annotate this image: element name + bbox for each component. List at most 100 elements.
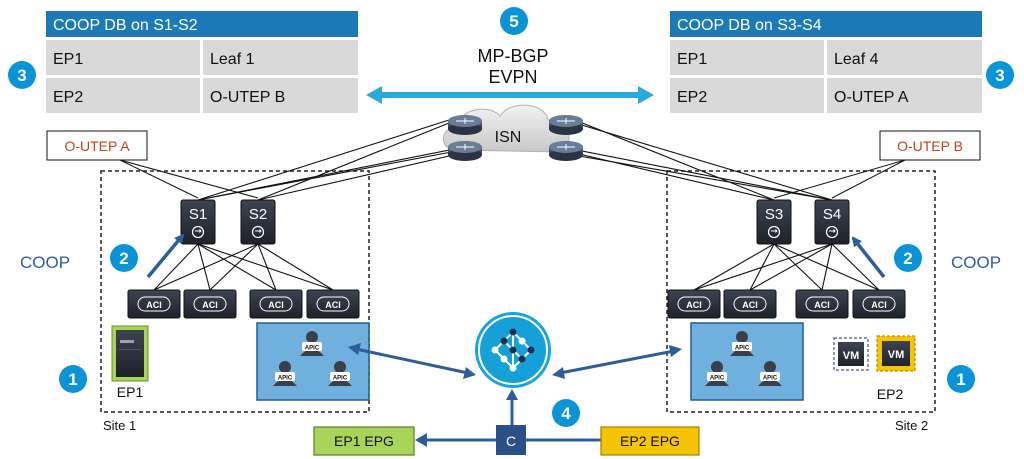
step-1-left-number: 1 xyxy=(68,370,77,389)
mpbgp-label: MP-BGP xyxy=(477,46,548,66)
coop-arrow-left xyxy=(146,233,185,279)
apic-node-icon: APIC xyxy=(730,331,754,356)
contract-links xyxy=(415,389,601,447)
apic-cluster-site1: APIC APIC APIC xyxy=(256,322,370,401)
step-4: 4 xyxy=(552,399,580,427)
coop-left-r2-ep: EP2 xyxy=(53,89,83,106)
apic-node-icon: APIC xyxy=(273,361,297,386)
router-icon xyxy=(448,115,482,135)
utep-right-box xyxy=(879,130,981,161)
svg-text:APIC: APIC xyxy=(710,376,725,382)
step-2-left-number: 2 xyxy=(119,249,128,268)
orchestrator-apic-arrows xyxy=(348,343,682,379)
svg-text:VM: VM xyxy=(888,349,905,361)
coop-left-r1-ep: EP1 xyxy=(53,51,83,68)
site-2-label: Site 2 xyxy=(895,418,928,433)
coop-db-right-title: COOP DB on S3-S4 xyxy=(677,17,822,34)
site-2-box xyxy=(666,170,936,413)
apic-node-icon: APIC xyxy=(328,361,352,386)
step-5: 5 xyxy=(500,7,528,35)
isn-label: ISN xyxy=(495,129,522,146)
coop-left-r1-loc: Leaf 1 xyxy=(210,51,255,68)
epg-2-box: EP2 EPG xyxy=(600,426,700,456)
apic-node-icon: APIC xyxy=(758,361,782,386)
apic-cluster-site2: APIC APIC APIC xyxy=(690,322,804,401)
step-3-right-number: 3 xyxy=(995,66,1004,85)
svg-text:APIC: APIC xyxy=(333,376,348,382)
leaf-switch: ACI xyxy=(667,289,721,319)
utep-right-label: O-UTEP B xyxy=(897,138,963,154)
coop-right-r2-ep: EP2 xyxy=(677,89,707,106)
coop-left-r2-loc: O-UTEP B xyxy=(210,89,285,106)
leaf-switch: ACI xyxy=(249,289,303,319)
epg-1-box: EP1 EPG xyxy=(313,426,415,456)
step-2-left: 2 xyxy=(110,244,138,272)
svg-text:APIC: APIC xyxy=(763,376,778,382)
coop-right-r1-ep: EP1 xyxy=(677,51,707,68)
spine-s3: S3 xyxy=(756,199,792,245)
leaf-switch: ACI xyxy=(183,289,237,319)
step-1-left: 1 xyxy=(59,365,87,393)
orchestrator-icon xyxy=(475,312,551,388)
step-3-left: 3 xyxy=(8,61,36,89)
apic-node-icon: APIC xyxy=(705,361,729,386)
mpbgp-arrow xyxy=(366,86,654,104)
step-1-right: 1 xyxy=(947,365,975,393)
coop-db-left-title: COOP DB on S1-S2 xyxy=(53,17,198,34)
spine-s1: S1 xyxy=(180,199,216,245)
leaf-switch: ACI xyxy=(723,289,777,319)
step-3-right: 3 xyxy=(986,61,1014,89)
svg-text:ACI: ACI xyxy=(814,300,830,310)
ep1-server-icon xyxy=(111,325,149,382)
coop-label-right: COOP xyxy=(951,253,1001,272)
step-1-right-number: 1 xyxy=(956,370,965,389)
step-2-right-number: 2 xyxy=(903,249,912,268)
spine-s3-label: S3 xyxy=(765,206,783,223)
coop-db-table-right: COOP DB on S3-S4 EP1 Leaf 4 EP2 O-UTEP A xyxy=(670,11,982,113)
leaf-switch: ACI xyxy=(306,289,360,319)
router-icon xyxy=(549,141,583,161)
svg-text:ACI: ACI xyxy=(871,300,887,310)
utep-left-pointer xyxy=(119,159,199,199)
ep1-label: EP1 xyxy=(117,384,144,400)
coop-label-left: COOP xyxy=(20,253,70,272)
spine-s4-label: S4 xyxy=(823,206,841,223)
contract-label: C xyxy=(506,433,516,449)
svg-text:APIC: APIC xyxy=(735,346,750,352)
router-icon xyxy=(549,115,583,135)
leaf-switch: ACI xyxy=(795,289,849,319)
utep-left-pointer-2 xyxy=(119,159,259,199)
spine-s1-label: S1 xyxy=(189,206,207,223)
svg-text:VM: VM xyxy=(843,350,860,362)
utep-right-pointer xyxy=(831,159,906,199)
svg-text:ACI: ACI xyxy=(325,300,341,310)
router-icon xyxy=(448,141,482,161)
svg-text:ACI: ACI xyxy=(146,300,162,310)
coop-right-r1-loc: Leaf 4 xyxy=(834,51,879,68)
svg-text:ACI: ACI xyxy=(686,300,702,310)
ep2-label: EP2 xyxy=(877,386,904,402)
svg-text:ACI: ACI xyxy=(268,300,284,310)
step-4-number: 4 xyxy=(561,404,571,423)
spine-s4: S4 xyxy=(814,199,850,245)
vm-icon: VM xyxy=(833,337,869,371)
utep-right-pointer-2 xyxy=(773,159,906,199)
step-3-left-number: 3 xyxy=(17,66,26,85)
utep-left-label: O-UTEP A xyxy=(64,138,130,154)
spine-s2-label: S2 xyxy=(249,206,267,223)
step-5-number: 5 xyxy=(509,12,518,31)
vm-icon: VM xyxy=(876,335,916,372)
contract-box: C xyxy=(496,425,526,455)
leaf-switch: ACI xyxy=(127,289,181,319)
spine-s2: S2 xyxy=(240,199,276,245)
svg-text:ACI: ACI xyxy=(742,300,758,310)
utep-left-box xyxy=(46,130,148,161)
leaf-switch: ACI xyxy=(852,289,906,319)
site-2-fabric-links xyxy=(693,243,880,291)
apic-node-icon: APIC xyxy=(300,331,324,356)
coop-arrow-right xyxy=(851,236,886,279)
site-1-label: Site 1 xyxy=(103,418,136,433)
svg-text:APIC: APIC xyxy=(305,346,320,352)
epg-1-label: EP1 EPG xyxy=(334,433,394,449)
